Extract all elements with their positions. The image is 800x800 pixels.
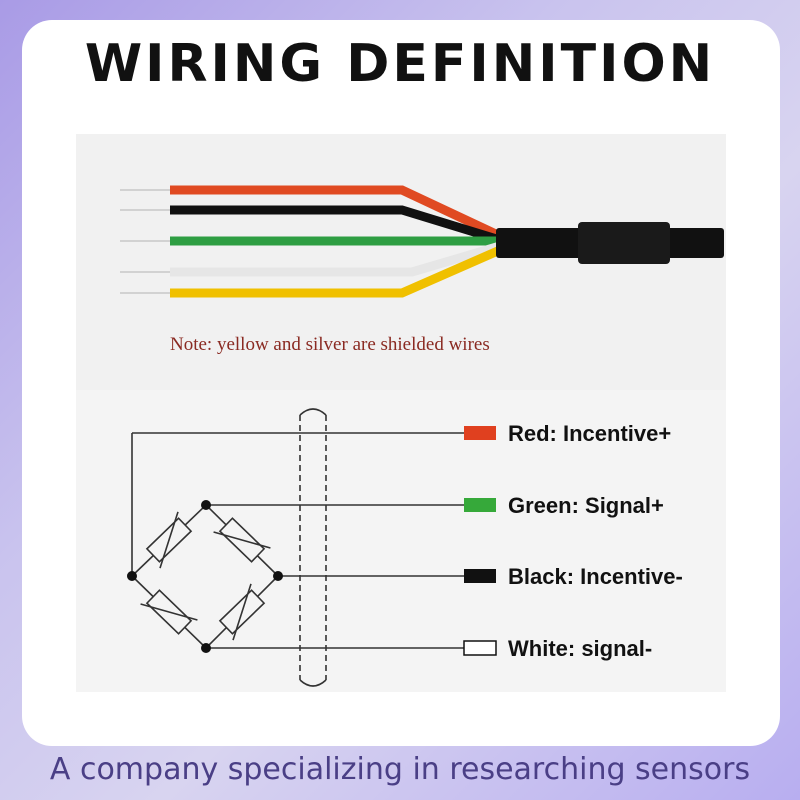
legend-label-red: Red: Incentive+ [508, 421, 672, 446]
swatch-white [463, 640, 497, 656]
bridge-node-right [273, 571, 283, 581]
strain-gauge-bottom-left [140, 589, 198, 635]
schematic-panel [76, 390, 726, 692]
company-tagline: A company specializing in researching se… [49, 752, 751, 787]
shield-note: Note: yellow and silver are shielded wir… [170, 334, 490, 355]
bare-conductor-ends [120, 189, 170, 294]
strain-gauge-top-left [145, 511, 193, 569]
cable-sleeve [578, 222, 670, 264]
legend-label-green: Green: Signal+ [508, 493, 664, 518]
bridge-node-bottom [201, 643, 211, 653]
swatch-red [464, 426, 496, 440]
swatch-black [464, 569, 496, 583]
yellow-wire [170, 245, 502, 298]
red-wire [170, 185, 502, 241]
black-wire [170, 205, 502, 245]
shield-cylinder [299, 408, 327, 687]
strain-gauge-bottom-right [218, 583, 266, 641]
bridge-node-top [201, 500, 211, 510]
legend-label-black: Black: Incentive- [508, 564, 683, 589]
strain-gauge-top-right [213, 517, 271, 563]
bridge-node-left [127, 571, 137, 581]
swatch-green [464, 498, 496, 512]
page-title: WIRING DEFINITION [84, 34, 716, 94]
legend-label-white: White: signal- [508, 636, 653, 661]
silver-wire [170, 241, 502, 277]
